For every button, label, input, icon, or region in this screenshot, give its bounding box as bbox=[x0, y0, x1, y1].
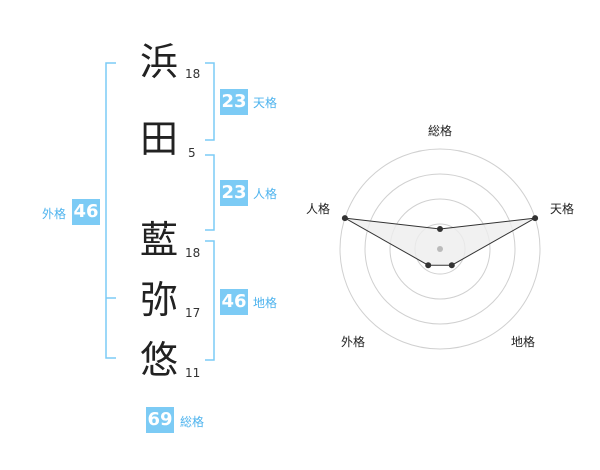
jinkaku-label: 人格 bbox=[253, 187, 278, 201]
jinkaku-value: 23 bbox=[220, 180, 248, 206]
chikaku-bracket bbox=[205, 240, 215, 361]
soukaku-value: 69 bbox=[146, 407, 174, 433]
radar-label-jinkaku: 人格 bbox=[306, 202, 331, 216]
radar-ring-2 bbox=[389, 198, 491, 300]
tenkaku-bracket bbox=[205, 62, 215, 141]
radar-point-jinkaku bbox=[341, 215, 348, 222]
gaikaku-value: 46 bbox=[72, 199, 100, 225]
name-char-2-strokes: 5 bbox=[188, 146, 196, 160]
name-char-1: 浜 bbox=[140, 40, 179, 84]
tenkaku-value: 23 bbox=[220, 89, 248, 115]
radar-center-dot bbox=[437, 246, 443, 252]
name-char-2: 田 bbox=[140, 117, 179, 161]
name-char-4: 弥 bbox=[140, 278, 179, 322]
radar-label-soukaku: 総格 bbox=[428, 124, 453, 138]
name-char-5: 悠 bbox=[140, 338, 179, 382]
name-char-4-strokes: 17 bbox=[185, 306, 201, 320]
radar-point-soukaku bbox=[437, 226, 443, 232]
name-char-3: 藍 bbox=[140, 218, 179, 262]
name-char-5-strokes: 11 bbox=[185, 366, 201, 380]
chikaku-value: 46 bbox=[220, 289, 248, 315]
name-char-1-strokes: 18 bbox=[185, 67, 201, 81]
radar-points bbox=[341, 215, 539, 269]
radar-point-gaikaku bbox=[425, 262, 432, 269]
name-char-3-strokes: 18 bbox=[185, 246, 201, 260]
radar-ring-3 bbox=[364, 173, 516, 325]
radar-ring-4 bbox=[339, 148, 541, 350]
radar-point-tenkaku bbox=[532, 215, 539, 222]
radar-label-chikaku: 地格 bbox=[511, 335, 536, 349]
radar-point-chikaku bbox=[448, 262, 455, 269]
soukaku-label: 総格 bbox=[180, 415, 205, 429]
gaikaku-bracket bbox=[105, 62, 116, 359]
radar-rings bbox=[339, 148, 541, 350]
radar-polygon bbox=[344, 217, 536, 266]
chikaku-label: 地格 bbox=[253, 296, 278, 310]
gaikaku-label: 外格 bbox=[42, 207, 67, 221]
tenkaku-label: 天格 bbox=[253, 96, 278, 110]
radar-label-tenkaku: 天格 bbox=[550, 202, 575, 216]
radar-label-gaikaku: 外格 bbox=[341, 335, 366, 349]
jinkaku-bracket bbox=[205, 154, 215, 231]
